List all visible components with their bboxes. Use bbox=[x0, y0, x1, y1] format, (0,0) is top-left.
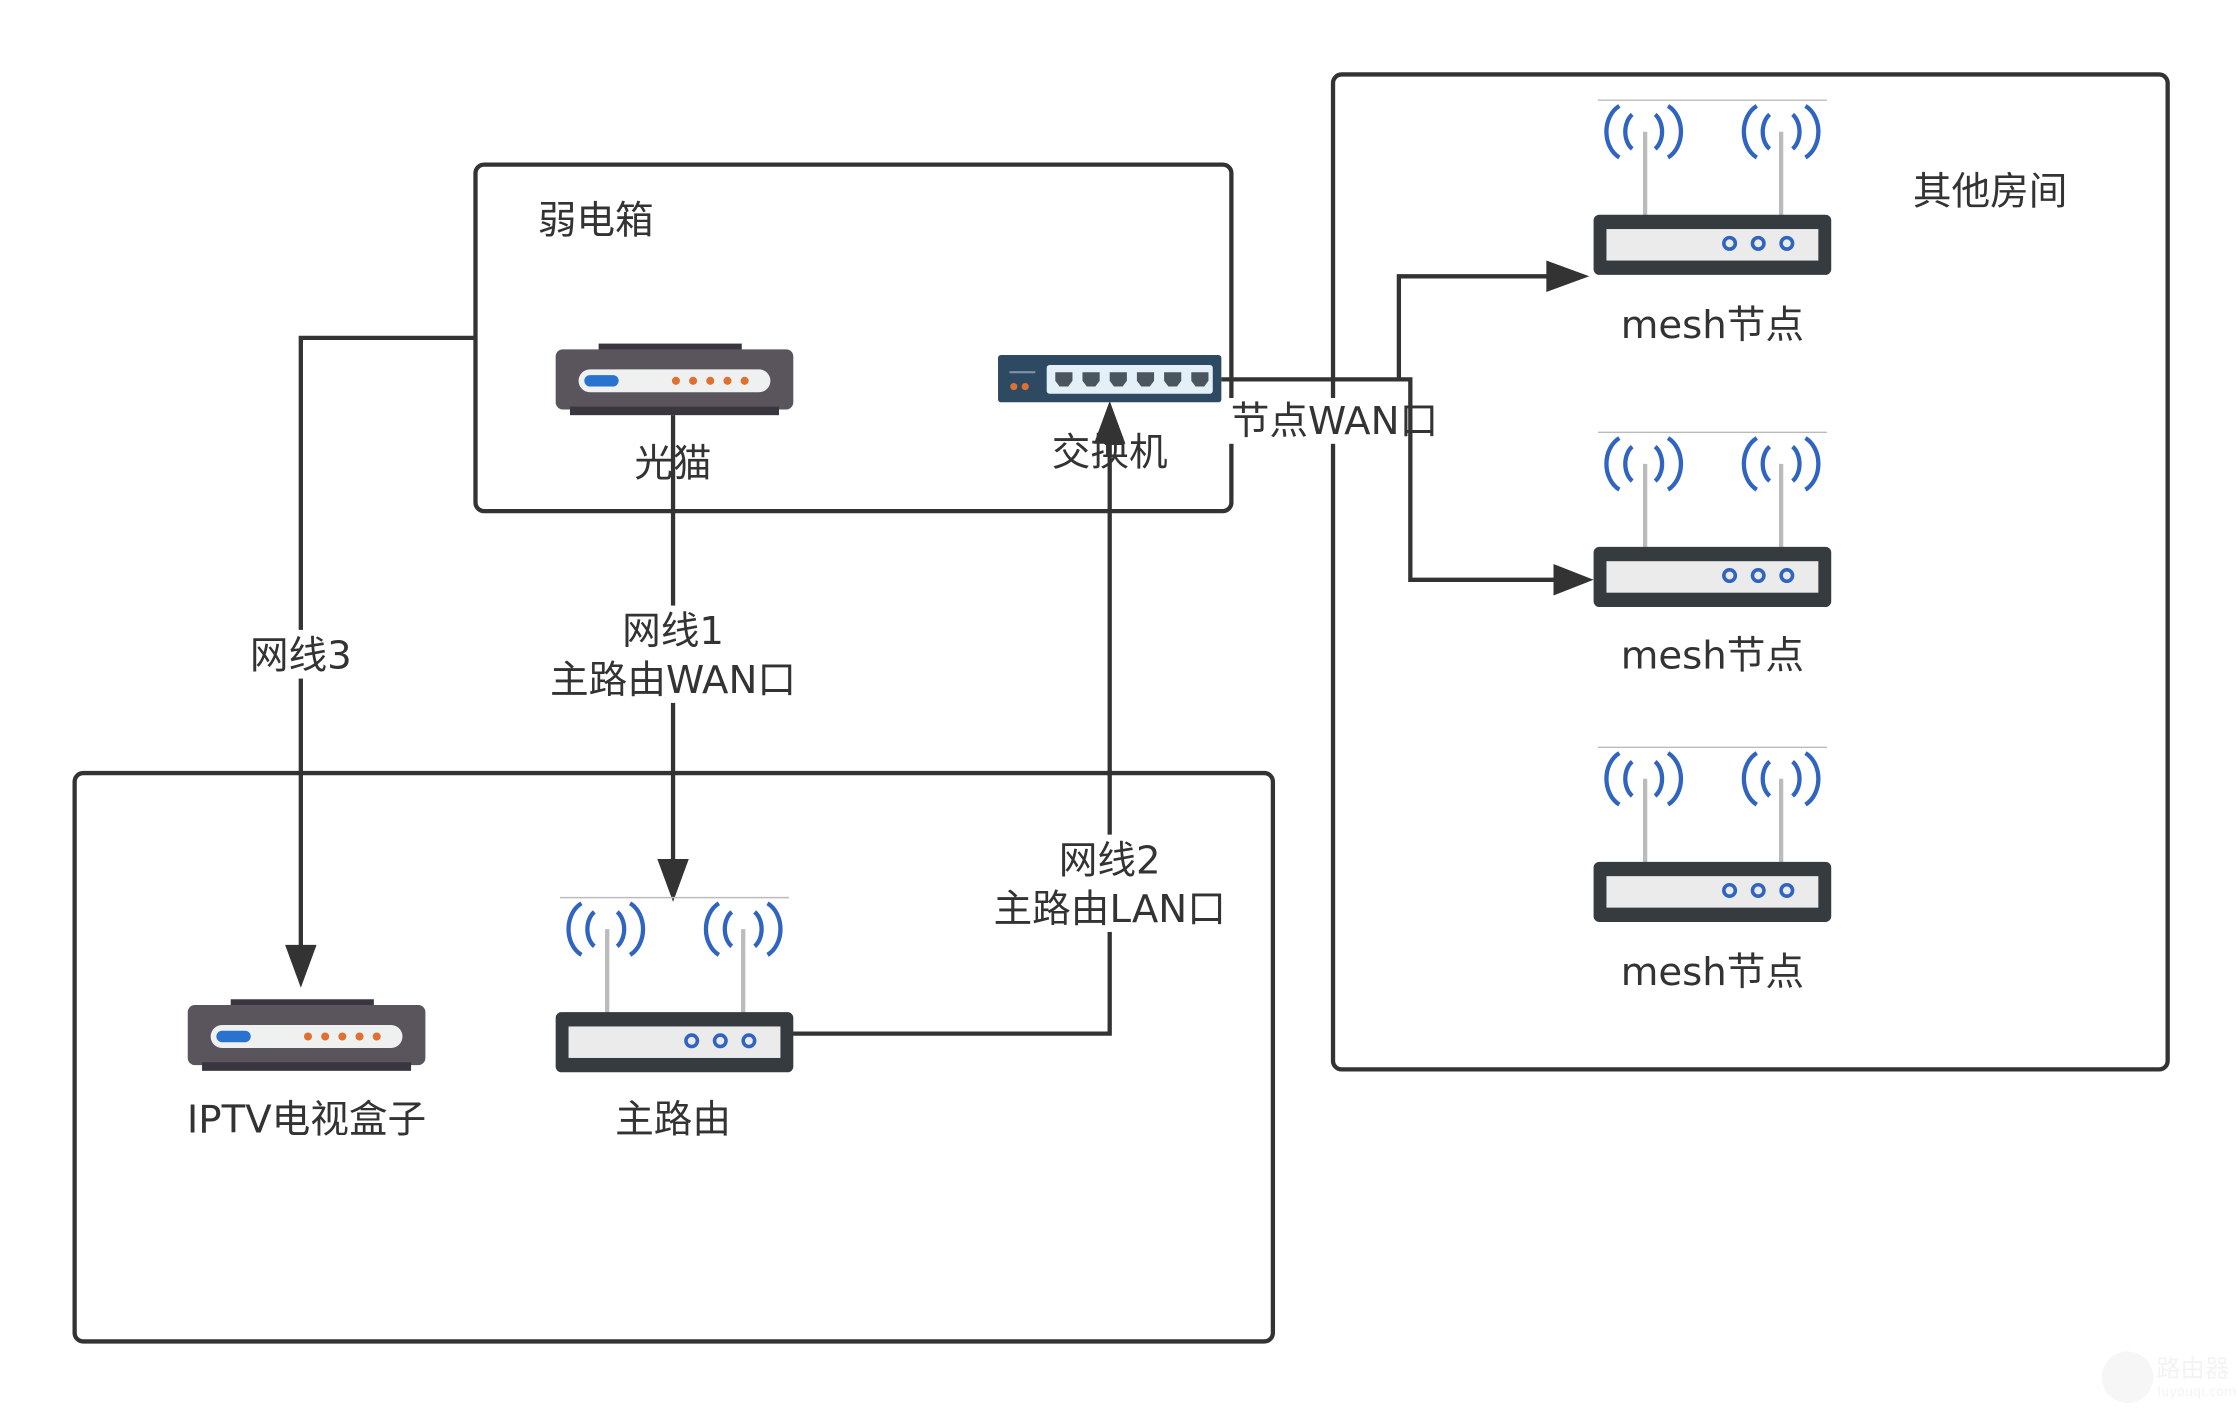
mesh-node-label: mesh节点 bbox=[1621, 950, 1804, 995]
iptv-box-icon bbox=[187, 999, 426, 1071]
switch-port-icon bbox=[1136, 372, 1155, 387]
other-rooms-container bbox=[1330, 72, 2170, 1072]
mesh-node-icon bbox=[1593, 746, 1832, 922]
cable3-wire bbox=[285, 335, 476, 988]
mesh-node-label: mesh节点 bbox=[1621, 634, 1804, 679]
mesh-node-icon bbox=[1593, 431, 1832, 608]
main-router-icon bbox=[555, 896, 794, 1073]
cable2-label: 网线2 bbox=[1059, 838, 1161, 883]
switch-port-icon bbox=[1055, 372, 1073, 387]
switch-icon bbox=[998, 355, 1222, 403]
other-rooms-label: 其他房间 bbox=[1913, 170, 2068, 215]
cable2-wire bbox=[791, 400, 1126, 1036]
weak-box-label: 弱电箱 bbox=[538, 198, 654, 243]
switch-port-icon bbox=[1082, 372, 1100, 387]
node-wan-label: 节点WAN口 bbox=[1231, 399, 1438, 444]
node-wan-wire bbox=[1221, 260, 1594, 596]
watermark-logo: 路由器 luyouqi.com bbox=[2101, 1351, 2237, 1403]
cable1-port-label: 主路由WAN口 bbox=[550, 658, 796, 703]
watermark-title: 路由器 bbox=[2156, 1354, 2229, 1383]
mesh-node-icon bbox=[1593, 99, 1832, 275]
main-router-label: 主路由 bbox=[615, 1097, 731, 1142]
cable2-port-label: 主路由LAN口 bbox=[994, 887, 1226, 932]
switch-port-icon bbox=[1191, 372, 1209, 387]
optical-modem-label: 光猫 bbox=[634, 442, 711, 487]
switch-label: 交换机 bbox=[1052, 430, 1168, 475]
switch-port-icon bbox=[1109, 372, 1127, 387]
iptv-box-label: IPTV电视盒子 bbox=[187, 1097, 426, 1142]
watermark-site: luyouqi.com bbox=[2158, 1385, 2237, 1400]
cable3-label: 网线3 bbox=[250, 634, 352, 679]
cable1-label: 网线1 bbox=[622, 609, 724, 654]
switch-port-icon bbox=[1164, 372, 1182, 387]
optical-modem-icon bbox=[555, 343, 794, 416]
mesh-node-label: mesh节点 bbox=[1621, 303, 1804, 348]
